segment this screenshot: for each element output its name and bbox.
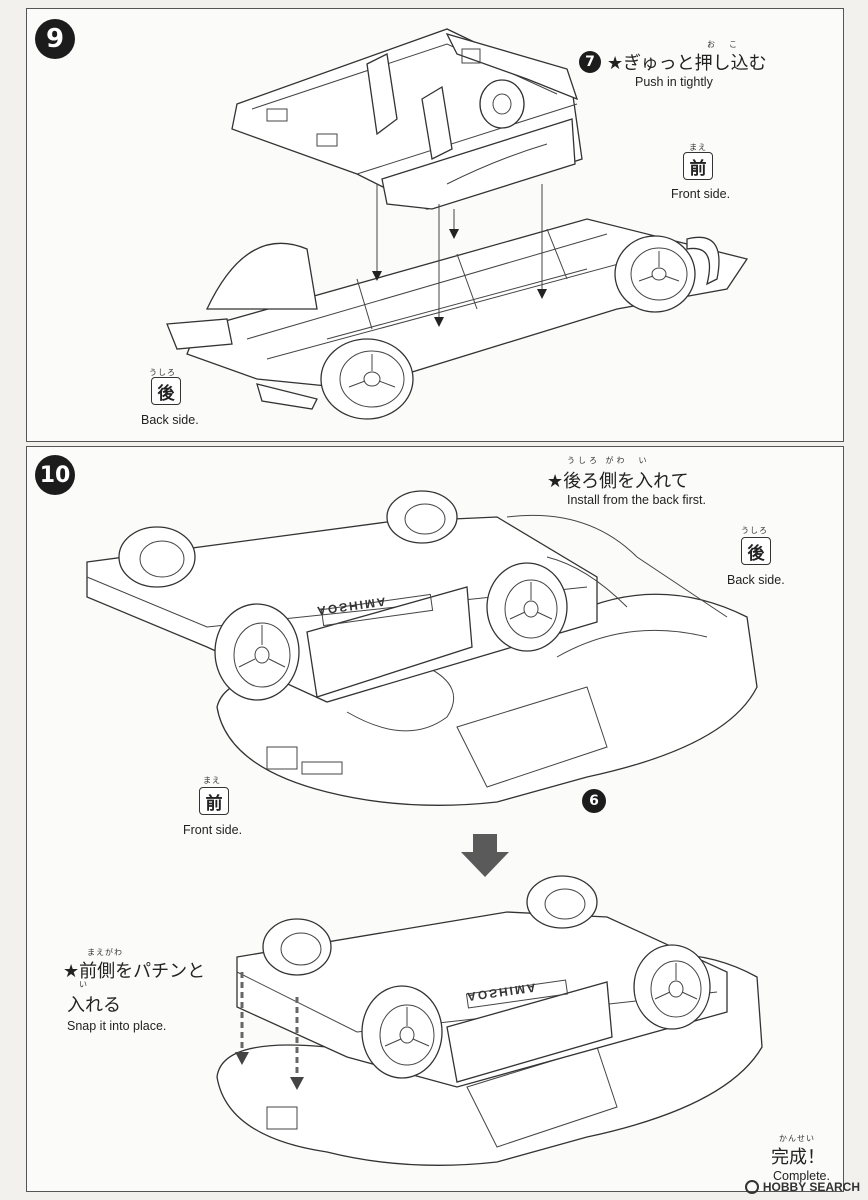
chassis-frame [186,218,749,390]
down-arrow [461,834,509,877]
watermark-logo-icon [744,1180,759,1194]
step-9-panel: 9 [26,8,844,442]
back-kanji-box: 後 [151,377,181,405]
complete-ruby: かんせい [779,1134,815,1143]
callout-ruby: お こ [707,40,740,49]
seat-left [366,53,398,136]
upper-front-left-wheel [214,603,300,701]
complete-jp: 完成！ [771,1147,825,1168]
lower-rear-right-wheel [526,875,598,929]
upper-front-right-wheel [486,562,568,652]
back-ruby: うしろ [741,526,768,535]
callout-part-number: 7 [579,51,601,73]
snap-ruby-1: まえがわ [87,948,123,957]
step-number-badge: 10 [35,455,75,495]
back-side-label: Back side. [141,413,199,427]
back-side-label: Back side. [727,573,785,587]
watermark-text: HOBBY SEARCH [762,1180,860,1194]
complete-en: Complete. [773,1169,830,1183]
watermark: HOBBY SEARCH [744,1180,860,1194]
upper-rear-right-wheel [386,490,458,544]
steering-wheel [479,79,525,129]
snap-callout-jp-1: ★前側をパチンと [63,961,206,982]
rear-wheel-arch [205,242,318,310]
snap-callout-en: Snap it into place. [67,1019,167,1033]
front-kanji-box: 前 [683,152,713,180]
seat-right [421,85,453,160]
step-10-illustration [86,490,763,1166]
step-9-illustration [166,28,749,420]
step-number-badge: 9 [35,19,75,59]
front-kanji-box: 前 [199,787,229,815]
front-ruby: まえ [203,776,221,785]
push-in-callout: 7 ★ぎゅっと押し込む [579,49,767,75]
back-kanji-box: 後 [741,537,771,565]
install-callout-en: Install from the back first. [567,493,706,507]
step-10-panel: 10 [26,446,844,1192]
lower-front-left-wheel [361,985,443,1079]
upper-rear-left-wheel [118,526,196,588]
callout-en-text: Push in tightly [635,75,713,89]
install-ruby: うしろ がわ い [567,456,650,465]
part-number-badge: 6 [582,789,606,813]
back-ruby: うしろ [149,368,176,377]
snap-ruby-2: い [79,980,90,989]
rear-wheel [320,338,414,420]
callout-jp-text: ★ぎゅっと押し込む [607,53,767,74]
snap-callout-jp-2: 入れる [67,995,121,1016]
front-ruby: まえ [689,143,707,152]
front-side-label: Front side. [671,187,731,201]
install-callout-jp: ★後ろ側を入れて [547,471,689,492]
front-wheel [614,235,696,313]
front-side-label: Front side. [183,823,243,837]
